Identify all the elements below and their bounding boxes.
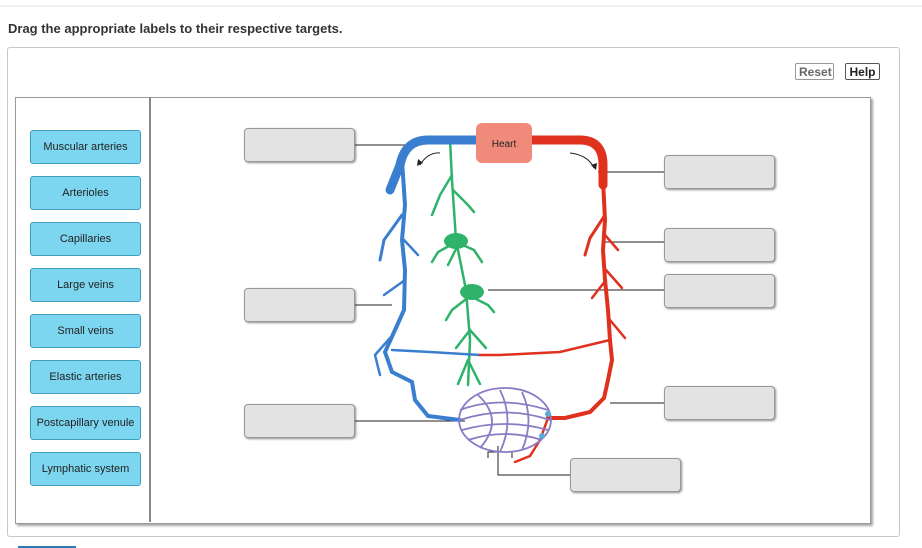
lymphatic-vessels [430, 138, 496, 387]
label-elastic-arteries[interactable]: Elastic arteries [30, 360, 141, 394]
drop-target-8[interactable] [570, 458, 681, 492]
top-divider [0, 5, 922, 7]
lymph-node-lower [460, 284, 484, 300]
instruction-text: Drag the appropriate labels to their res… [8, 21, 343, 36]
heart-label: Heart [492, 139, 517, 150]
arrow-head-right [591, 163, 597, 170]
label-postcapillary-venule[interactable]: Postcapillary venule [30, 406, 141, 440]
help-button[interactable]: Help [845, 63, 880, 80]
label-muscular-arteries[interactable]: Muscular arteries [30, 130, 141, 164]
capillary-bed [458, 387, 552, 453]
drop-target-5[interactable] [664, 228, 775, 262]
drop-target-3[interactable] [244, 404, 355, 438]
label-small-veins[interactable]: Small veins [30, 314, 141, 348]
postcapillary-venule-dot [545, 411, 551, 417]
arteries [478, 135, 627, 464]
drop-target-2[interactable] [244, 288, 355, 322]
capillary-dot [539, 433, 545, 439]
reset-button[interactable]: Reset [795, 63, 834, 80]
heart-box [476, 123, 532, 163]
veins [373, 135, 483, 422]
label-large-veins[interactable]: Large veins [30, 268, 141, 302]
arrow-head-left [417, 159, 423, 166]
drop-target-1[interactable] [244, 128, 355, 162]
drop-target-6[interactable] [664, 274, 775, 308]
bottom-tab-indicator [18, 546, 76, 548]
drop-target-4[interactable] [664, 155, 775, 189]
lymph-node-upper [444, 233, 468, 249]
label-capillaries[interactable]: Capillaries [30, 222, 141, 256]
label-bank [15, 97, 151, 522]
label-lymphatic-system[interactable]: Lymphatic system [30, 452, 141, 486]
drop-target-7[interactable] [664, 386, 775, 420]
leader-lines [355, 144, 664, 476]
label-arterioles[interactable]: Arterioles [30, 176, 141, 210]
